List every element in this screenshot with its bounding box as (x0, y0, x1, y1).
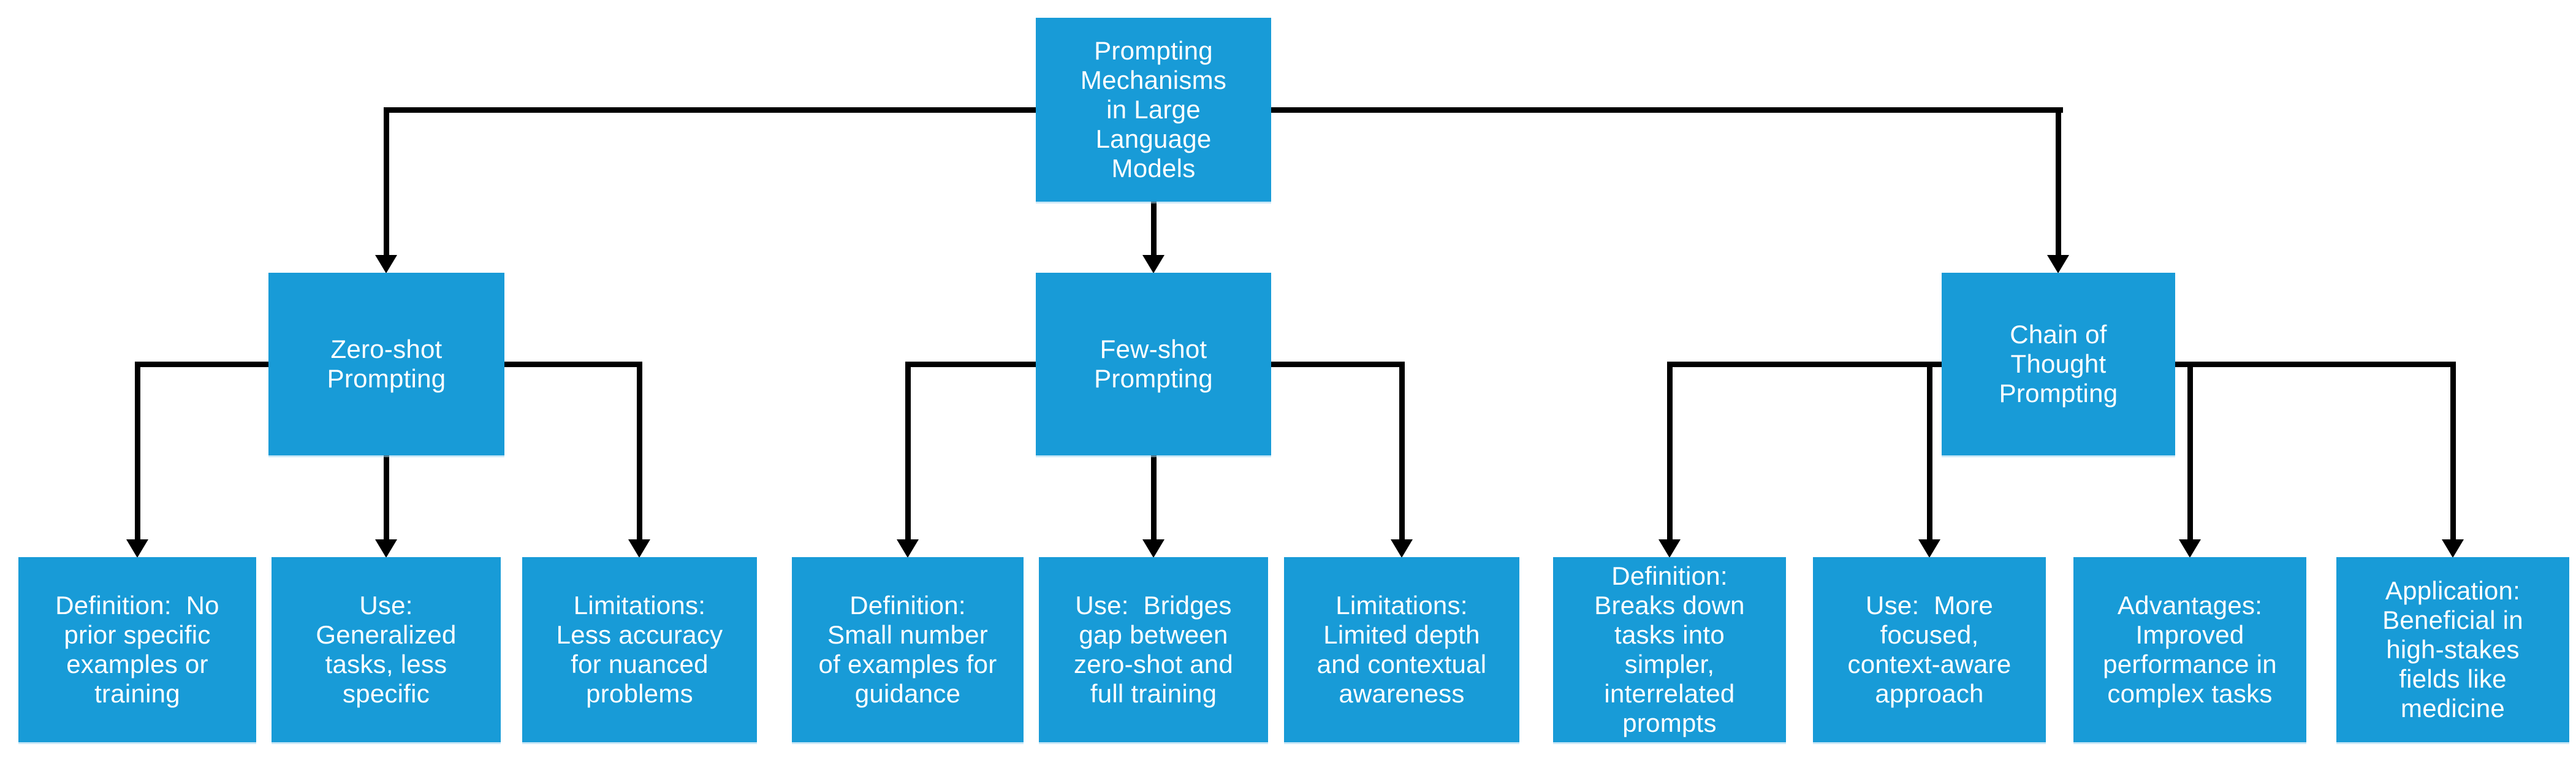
node-zero-shot-use-label: Use: Generalized tasks, less specific (316, 591, 457, 708)
arrowhead-zero-shot-definition (126, 539, 148, 558)
arrowhead-few-shot-definition (897, 539, 919, 558)
connector-to-cot-definition (1667, 362, 1673, 542)
node-zero-shot: Zero-shot Prompting (268, 273, 504, 455)
arrowhead-zero-shot-limitations (628, 539, 650, 558)
node-zero-shot-label: Zero-shot Prompting (327, 335, 446, 393)
arrowhead-few-shot-limitations (1391, 539, 1413, 558)
connector-to-few-shot-definition (905, 362, 911, 542)
connector-to-few-shot-limitations (1399, 362, 1405, 542)
arrowhead-cot-use (1918, 539, 1940, 558)
node-root: Prompting Mechanisms in Large Language M… (1036, 18, 1271, 202)
node-cot-application: Application: Beneficial in high-stakes f… (2336, 557, 2569, 742)
node-cot-definition-label: Definition: Breaks down tasks into simpl… (1594, 561, 1745, 737)
node-cot-advantages-label: Advantages: Improved performance in comp… (2103, 591, 2277, 708)
arrowhead-zero-shot (375, 255, 397, 273)
node-cot-use: Use: More focused, context-aware approac… (1813, 557, 2046, 742)
node-zero-shot-limitations: Limitations: Less accuracy for nuanced p… (522, 557, 757, 742)
node-root-label: Prompting Mechanisms in Large Language M… (1080, 36, 1227, 183)
node-few-shot-use-label: Use: Bridges gap between zero-shot and f… (1073, 591, 1234, 708)
node-few-shot-limitations-label: Limitations: Limited depth and contextua… (1316, 591, 1487, 708)
arrowhead-few-shot-use (1142, 539, 1165, 558)
arrowhead-cot-definition (1658, 539, 1681, 558)
arrowhead-zero-shot-use (375, 539, 397, 558)
node-chain-of-thought-label: Chain of Thought Prompting (1999, 320, 2118, 408)
node-zero-shot-use: Use: Generalized tasks, less specific (272, 557, 501, 742)
node-zero-shot-definition: Definition: No prior specific examples o… (18, 557, 256, 742)
node-few-shot-definition-label: Definition: Small number of examples for… (818, 591, 997, 708)
arrowhead-cot-application (2442, 539, 2464, 558)
node-few-shot-definition: Definition: Small number of examples for… (792, 557, 1024, 742)
connector-to-cot-application (2450, 362, 2456, 542)
node-few-shot-label: Few-shot Prompting (1094, 335, 1213, 393)
node-cot-application-label: Application: Beneficial in high-stakes f… (2382, 576, 2523, 723)
node-zero-shot-definition-label: Definition: No prior specific examples o… (55, 591, 219, 708)
arrowhead-cot-advantages (2179, 539, 2201, 558)
node-few-shot: Few-shot Prompting (1036, 273, 1271, 455)
node-chain-of-thought: Chain of Thought Prompting (1942, 273, 2175, 455)
connector-to-zero-shot-limitations (637, 362, 642, 542)
connector-to-cot-use (1927, 362, 1932, 542)
connector-to-cot-advantages (2187, 362, 2193, 542)
node-cot-use-label: Use: More focused, context-aware approac… (1847, 591, 2012, 708)
connector-to-zero-shot (384, 107, 389, 260)
arrowhead-chain-of-thought (2047, 255, 2069, 273)
node-zero-shot-limitations-label: Limitations: Less accuracy for nuanced p… (556, 591, 723, 708)
connector-to-chain-of-thought (2056, 107, 2061, 260)
node-cot-advantages: Advantages: Improved performance in comp… (2073, 557, 2306, 742)
node-few-shot-limitations: Limitations: Limited depth and contextua… (1284, 557, 1519, 742)
connector-to-zero-shot-definition (135, 362, 140, 542)
node-few-shot-use: Use: Bridges gap between zero-shot and f… (1039, 557, 1268, 742)
node-cot-definition: Definition: Breaks down tasks into simpl… (1553, 557, 1786, 742)
arrowhead-few-shot (1142, 255, 1165, 273)
